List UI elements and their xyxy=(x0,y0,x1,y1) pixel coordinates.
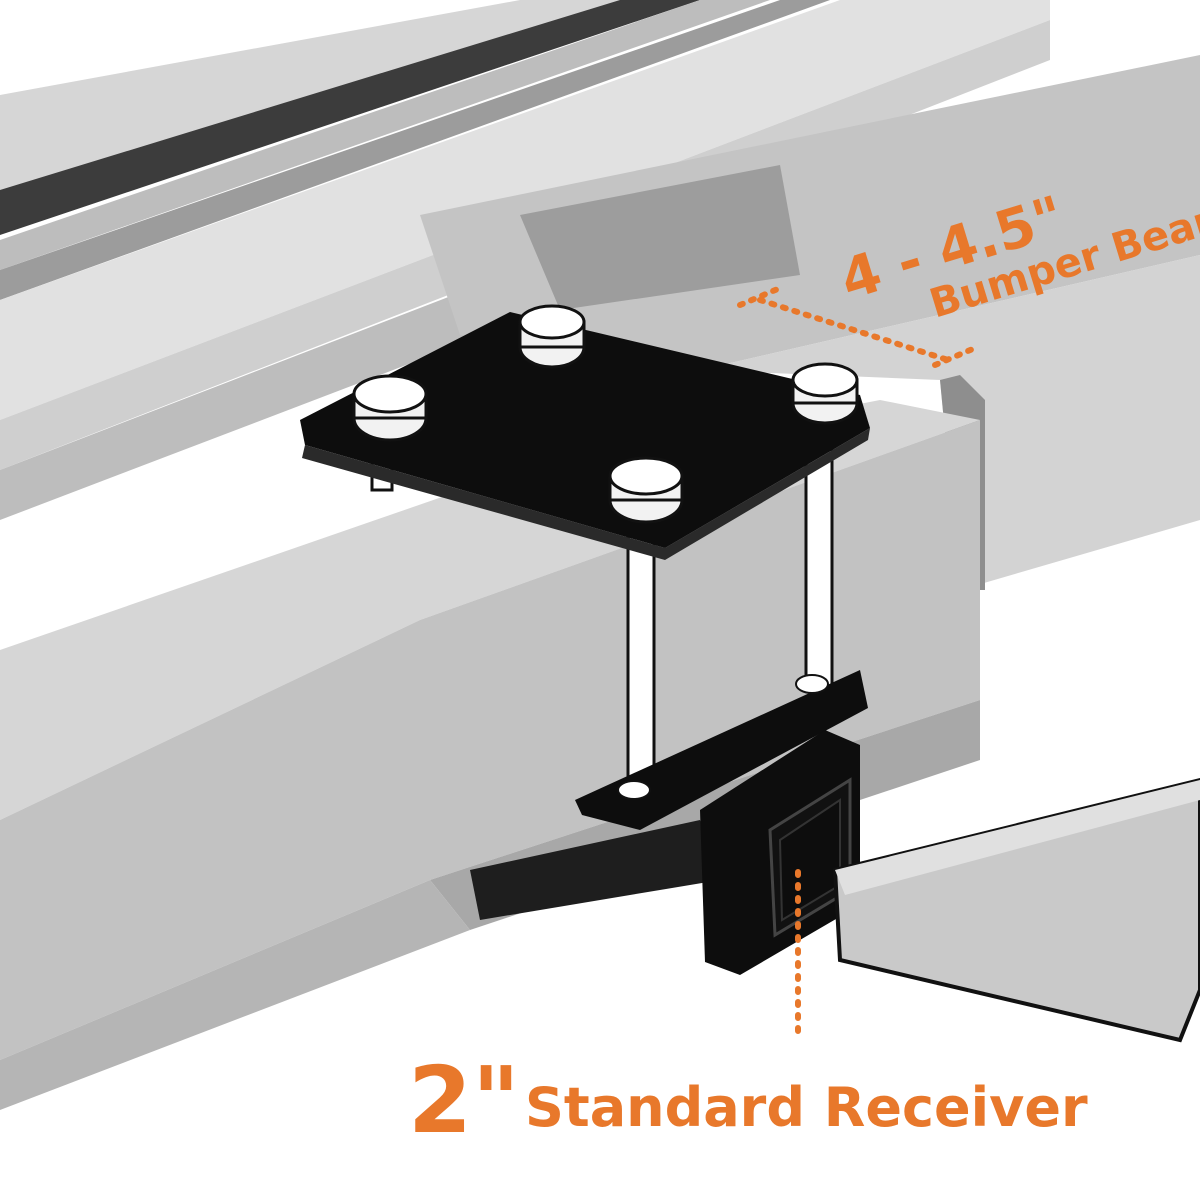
hex-bolt-heads xyxy=(352,304,859,524)
receiver-size-value: 2" xyxy=(408,1047,520,1154)
mount-shadow xyxy=(470,820,720,920)
beam-dimension-leader xyxy=(737,285,978,368)
hex-bolt-icon xyxy=(791,362,859,425)
hitch-bar xyxy=(832,777,1200,1043)
hitch-receiver xyxy=(700,730,860,975)
hex-bolt-icon xyxy=(352,374,428,442)
bottom-clamp-plate xyxy=(575,670,868,830)
receiver-caption: Standard Receiver xyxy=(525,1076,1088,1139)
top-clamp-plate xyxy=(300,312,870,560)
hex-bolt-icon xyxy=(608,456,684,524)
hex-bolt-icon xyxy=(518,304,586,369)
